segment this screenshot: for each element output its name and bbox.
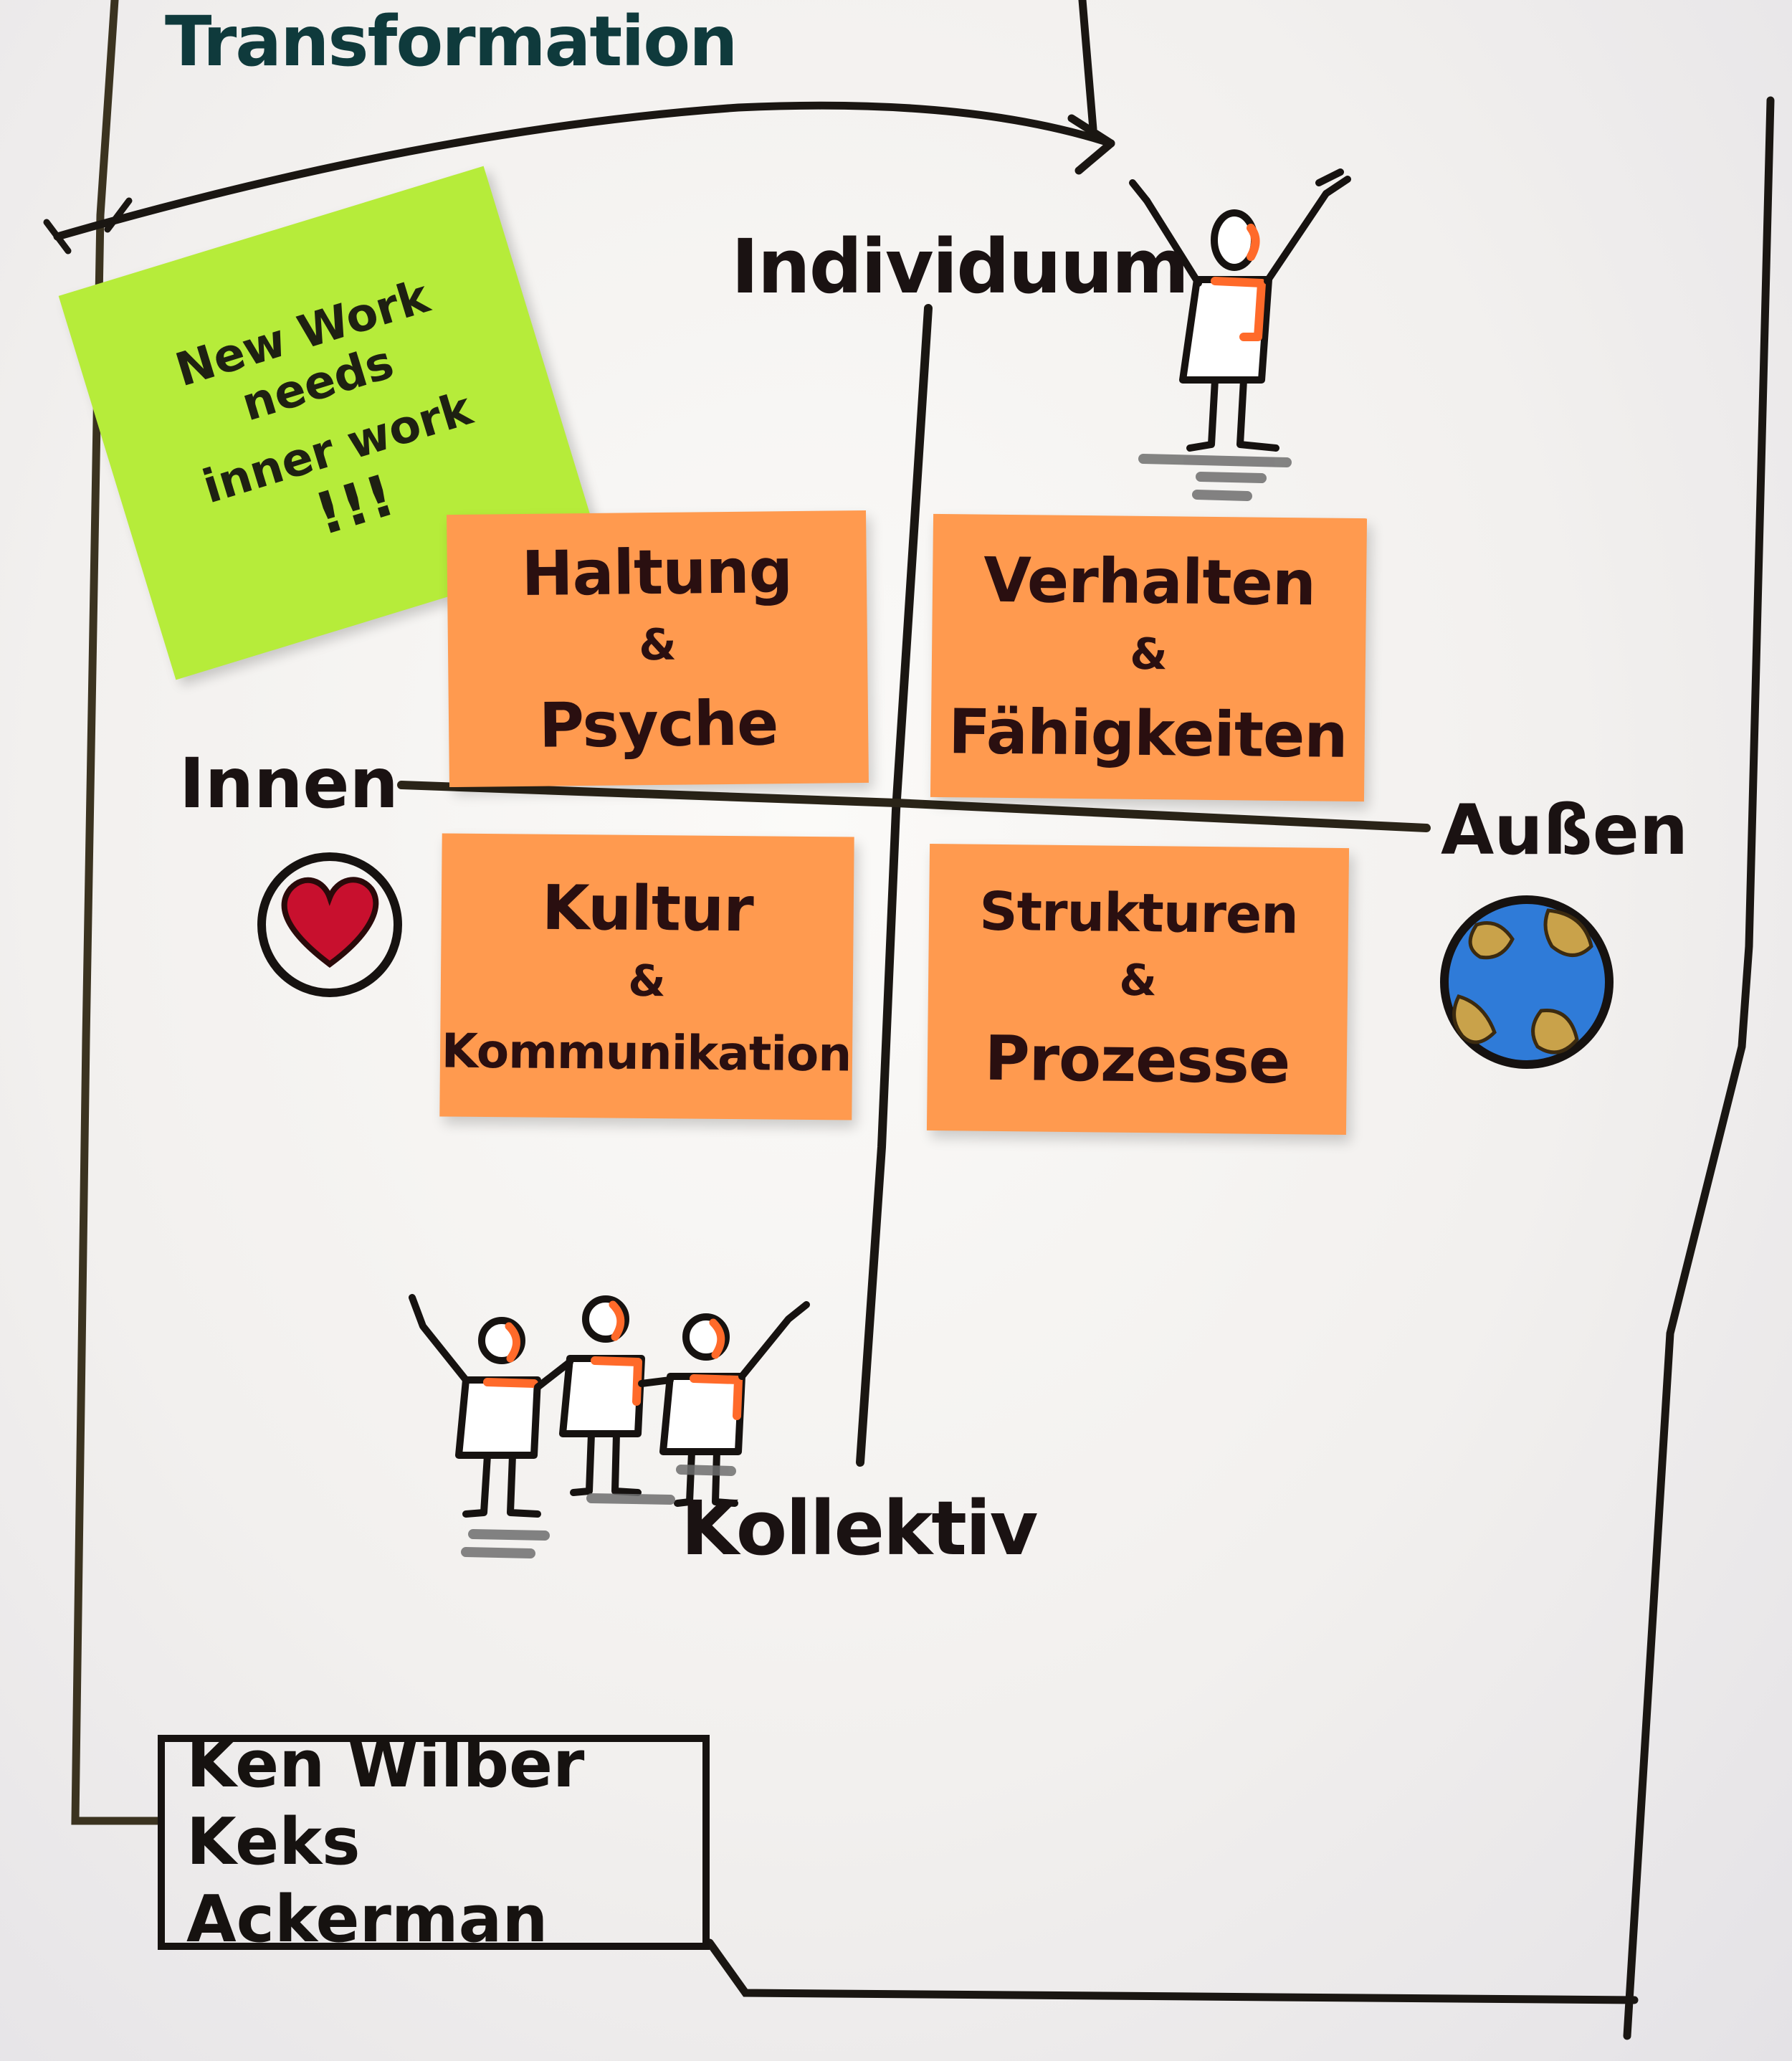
outer-frame bbox=[71, 0, 162, 1825]
outer-frame-top-right bbox=[1078, 0, 1097, 133]
quadrant-note-bottom-left: Kultur & Kommunikation bbox=[439, 833, 854, 1120]
quadrant-note-line1: Verhalten bbox=[983, 544, 1316, 619]
person-shadow bbox=[1138, 454, 1292, 501]
quadrant-note-line2: Prozesse bbox=[984, 1022, 1290, 1098]
credits-line-1: Ken Wilber bbox=[186, 1727, 585, 1802]
heart-icon bbox=[257, 852, 402, 997]
outer-frame-bottom bbox=[705, 1938, 1639, 2004]
vertical-axis bbox=[856, 304, 933, 1467]
quadrant-note-bottom-right: Strukturen & Prozesse bbox=[926, 843, 1350, 1136]
quadrant-note-line2: Fähigkeiten bbox=[948, 695, 1348, 772]
quadrant-note-amp: & bbox=[627, 956, 666, 1007]
quadrant-note-amp: & bbox=[638, 619, 677, 671]
arrow-icon bbox=[43, 101, 1115, 254]
axis-label-bottom: Kollektiv bbox=[681, 1485, 1038, 1572]
credits-line-2: Keks Ackerman bbox=[186, 1804, 548, 1957]
person-icon bbox=[1129, 168, 1351, 452]
axis-label-right: Außen bbox=[1441, 790, 1689, 870]
group-shadow bbox=[461, 1465, 736, 1558]
outer-frame-right bbox=[1623, 96, 1775, 2040]
quadrant-note-amp: & bbox=[1119, 955, 1158, 1006]
credits-box: Ken Wilber Keks Ackerman bbox=[158, 1727, 710, 1957]
page-title: Transformation bbox=[165, 1, 738, 82]
axis-label-left: Innen bbox=[179, 743, 399, 824]
group-of-people-icon bbox=[409, 1294, 810, 1518]
quadrant-note-line2: Psyche bbox=[538, 687, 778, 762]
quadrant-note-line1: Kultur bbox=[541, 872, 754, 946]
quadrant-note-line1: Haltung bbox=[521, 536, 793, 610]
axis-label-top: Individuum bbox=[731, 223, 1189, 310]
quadrant-note-line2: Kommunikation bbox=[441, 1023, 852, 1082]
quadrant-note-top-left: Haltung & Psyche bbox=[447, 510, 869, 788]
horizontal-axis bbox=[397, 781, 1431, 832]
quadrant-note-line1: Strukturen bbox=[978, 880, 1299, 946]
quadrant-note-amp: & bbox=[1130, 629, 1168, 680]
quadrant-note-top-right: Verhalten & Fähigkeiten bbox=[930, 513, 1368, 802]
globe-icon bbox=[1440, 895, 1614, 1069]
